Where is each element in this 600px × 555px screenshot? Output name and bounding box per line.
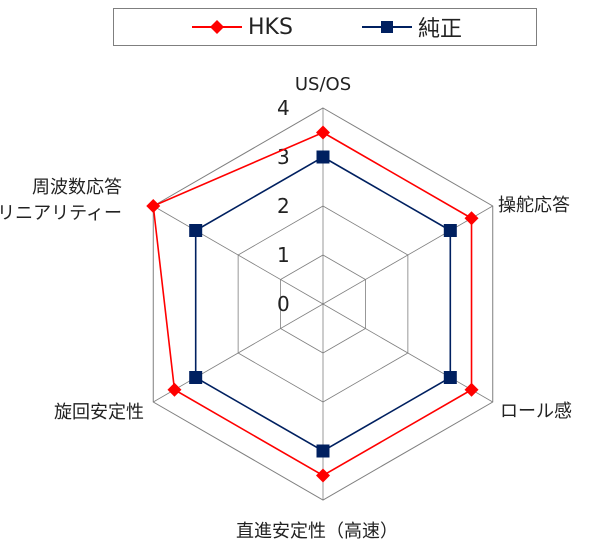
tick-label-1: 1 (277, 243, 290, 267)
axis-label-5-line-0: 周波数応答 (32, 177, 122, 198)
series-0-point-3 (316, 468, 330, 483)
series-0-point-2 (464, 382, 479, 397)
spoke-4 (153, 303, 324, 403)
axis-label-2: ロール感 (500, 401, 572, 422)
spoke-2 (322, 303, 493, 403)
series-1-point-5 (189, 224, 203, 237)
axis-label-0: US/OS (295, 74, 351, 95)
series-0-point-4 (167, 382, 182, 397)
tick-label-4: 4 (277, 96, 290, 120)
axis-label-4: 旋回安定性 (54, 402, 144, 423)
legend-marker-junsei (362, 21, 412, 33)
legend-item-hks: HKS (192, 9, 293, 45)
series-1-point-1 (443, 224, 457, 237)
series-1-point-3 (316, 444, 330, 458)
tick-label-0: 0 (277, 292, 290, 316)
axis-label-1: 操舵応答 (498, 195, 570, 216)
series-1-point-4 (189, 371, 203, 384)
legend: HKS 純正 (113, 8, 537, 46)
legend-label-junsei: 純正 (418, 17, 463, 42)
axis-label-3: 直進安定性（高速） (236, 521, 398, 542)
axis-label-5-line-1: リニアリティー (0, 203, 122, 224)
series-line-0 (152, 131, 473, 477)
legend-label-hks: HKS (248, 14, 293, 40)
series-1-point-2 (443, 371, 457, 384)
legend-marker-hks (192, 20, 242, 34)
legend-item-junsei: 純正 (362, 9, 462, 45)
series-0-point-5 (146, 199, 161, 213)
spoke-1 (322, 205, 493, 305)
series-0-point-1 (464, 211, 479, 226)
series-1-point-0 (316, 150, 330, 164)
spoke-5 (153, 205, 324, 305)
series-0-point-0 (316, 125, 330, 140)
tick-label-2: 2 (277, 194, 290, 218)
